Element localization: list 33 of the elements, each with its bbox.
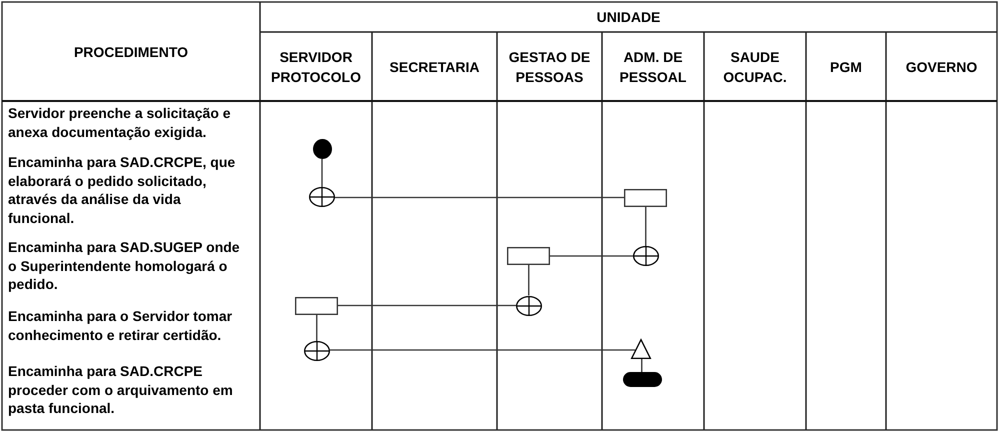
procedure-step-text: Encaminha para SAD.CRCPE proceder com o arquivamento em pasta funcional. [8,362,234,418]
table-header: PROCEDIMENTO [73,42,189,62]
connector-line [550,255,633,257]
column-header: GOVERNO [905,58,978,77]
column-header: SERVIDOR PROTOCOLO [270,48,362,87]
rectangle-symbol [507,247,550,265]
connector-line [645,207,646,246]
crossed-circle [304,341,330,361]
procedure-step-text: Encaminha para o Servidor tomar conhecimento e retirar certidão. [8,307,234,344]
filled-rounded-bar [623,372,662,387]
column-header: SAUDE OCUPAC. [722,48,788,87]
connector-line [330,349,636,351]
column-header: PGM [830,58,862,77]
rectangle-symbol [295,296,338,314]
connector-line [334,196,624,198]
column-header: SECRETARIA [389,58,480,77]
procedure-step-text: Encaminha para SAD.CRCPE, que elaborará o pedido solicitado, através da análise da vida funcional. [8,153,236,227]
connector-line [641,358,642,372]
procedure-step-text: Encaminha para SAD.SUGEP onde o Superintendente homologará o pedido. [8,238,241,294]
table-header: UNIDADE [596,8,661,27]
crossed-circle [633,246,659,266]
connector-line [528,265,530,296]
connector-line [338,304,516,306]
crossed-circle [309,187,335,207]
column-header: GESTAO DE PESSOAS [508,48,591,87]
triangle-symbol [631,338,651,358]
crossed-circle [516,296,542,316]
connector-line [321,159,323,187]
column-header: ADM. DE PESSOAL [619,48,687,87]
connector-line [316,314,318,341]
procedure-step-text: Servidor preenche a solicitação e anexa documentação exigida. [8,104,232,141]
rectangle-symbol [624,189,667,207]
filled-circle [312,139,332,159]
